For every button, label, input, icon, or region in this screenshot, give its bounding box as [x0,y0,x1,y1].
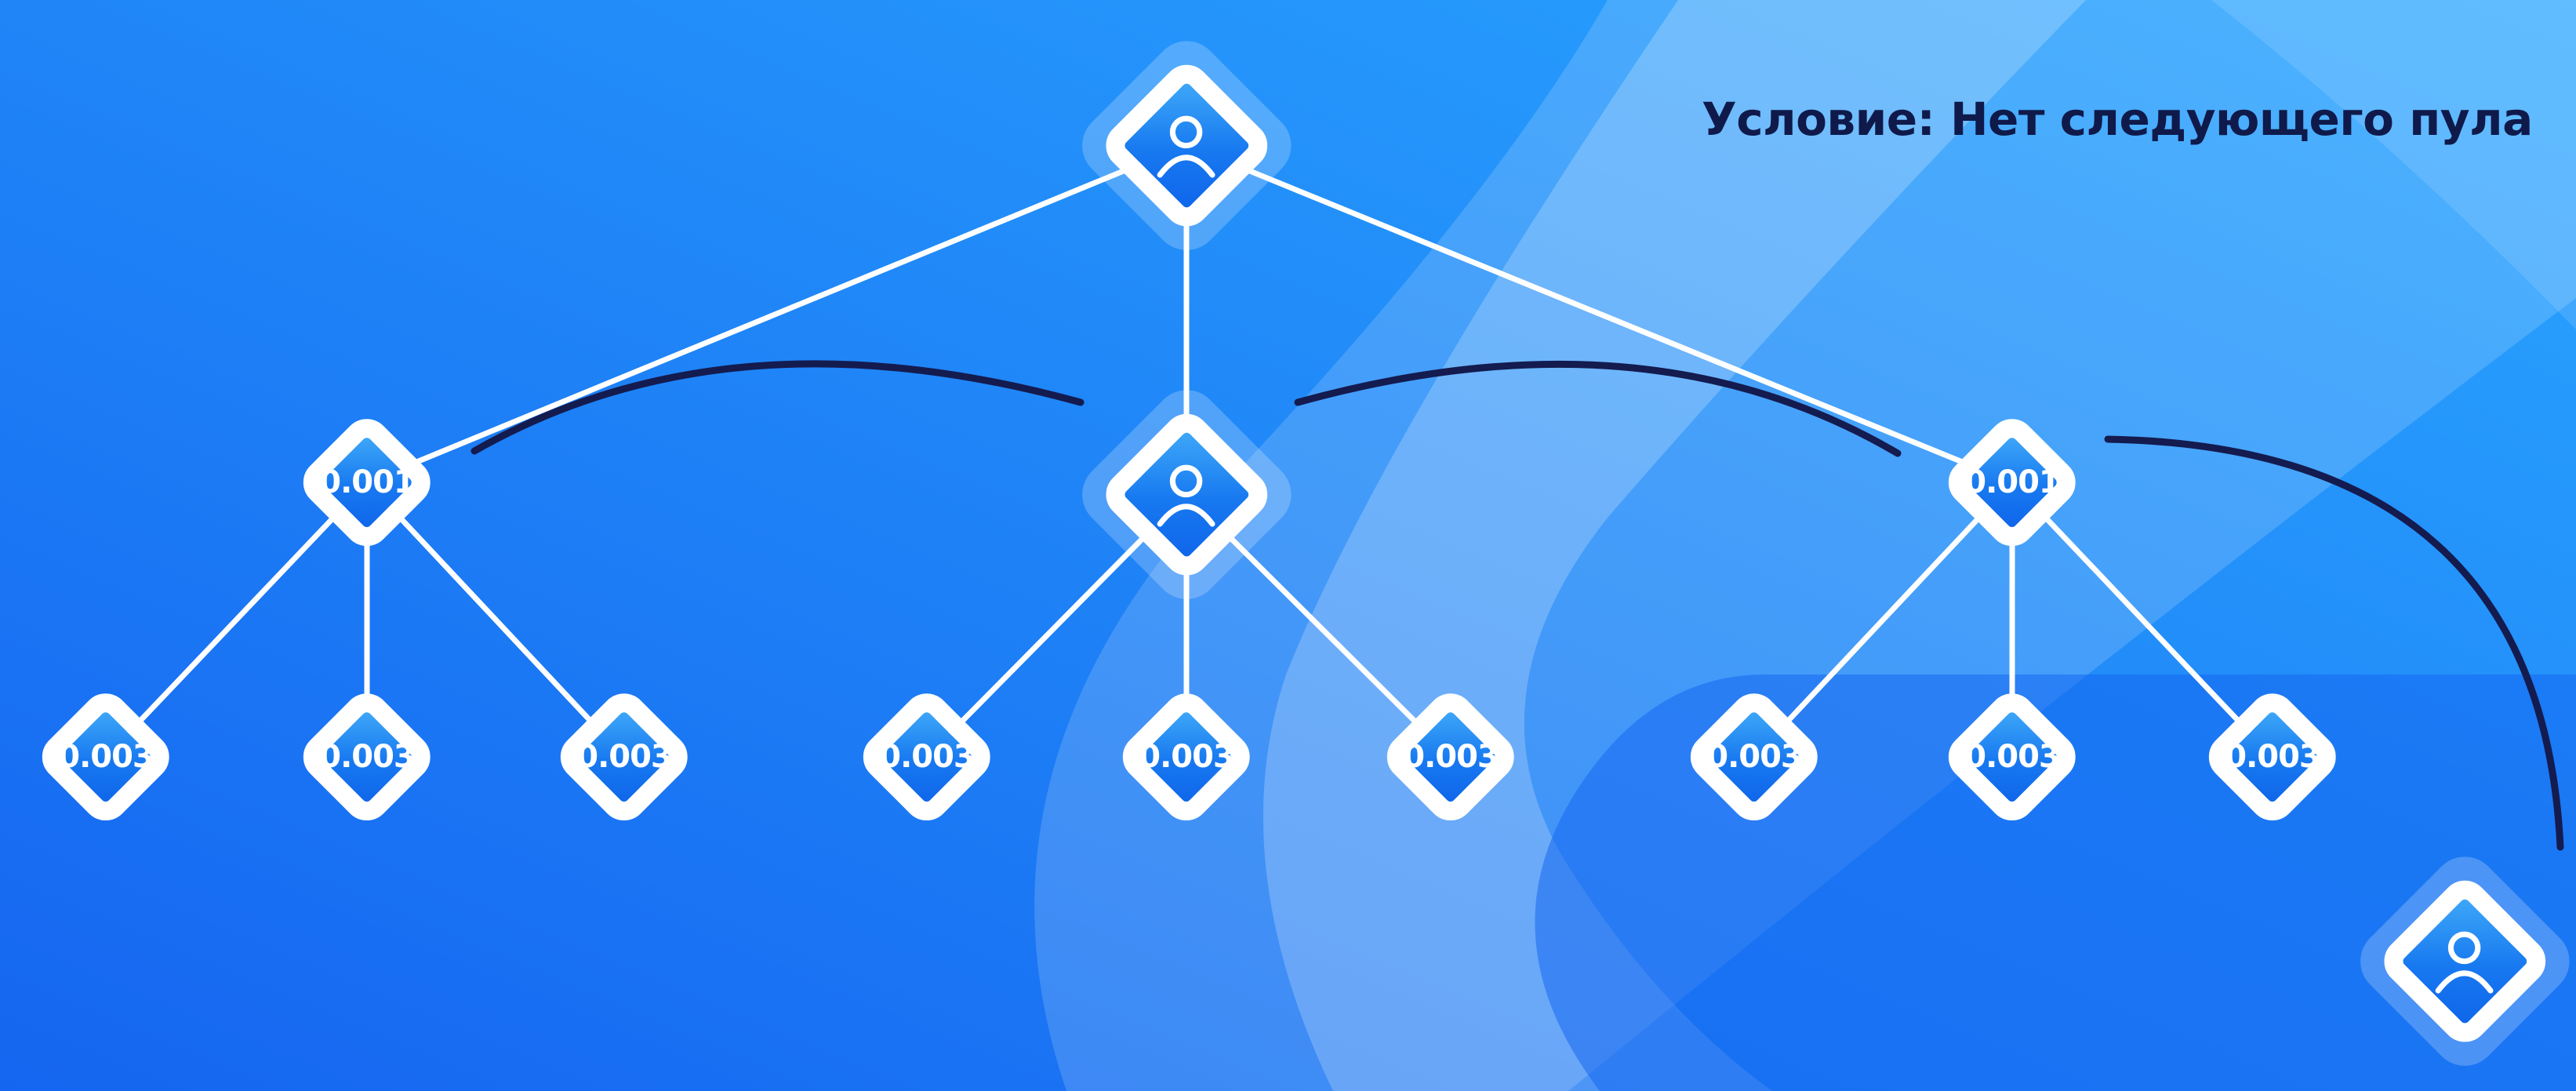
user-icon [2436,932,2494,994]
connector-line [2009,479,2276,760]
leaf-node: 0.003 [2199,683,2345,830]
level1-node-right: 0.001 [1938,409,2085,555]
connector-line [1183,142,2015,485]
user-icon [1157,116,1215,178]
light-corner-band [2211,0,2576,329]
page-title: Условие: Нет следующего пула [1702,93,2533,146]
root-user-node [1068,27,1305,264]
node-value: 0.001 [1964,464,2060,500]
connector-line [364,479,627,760]
next-pool-user-node [2346,842,2576,1079]
user-icon [1157,465,1215,527]
level1-user-node [1068,376,1305,613]
leaf-node: 0.003 [550,683,697,830]
level1-node-left: 0.001 [293,409,440,555]
node-value: 0.003 [2225,739,2320,775]
node-value: 0.001 [319,464,415,500]
connector-line [364,142,1190,485]
node-value: 0.003 [1403,739,1499,775]
leaf-node: 0.003 [1377,683,1524,830]
connector-line [1751,479,2015,760]
light-band-outer [1034,0,2576,1091]
node-value: 0.003 [576,739,672,775]
node-value: 0.003 [319,739,415,775]
light-band-inner [1263,0,2086,1091]
node-value: 0.003 [879,739,975,775]
leaf-node: 0.003 [853,683,1000,830]
arc-middle [1294,360,1902,457]
connector-line [103,479,370,760]
leaf-node: 0.003 [293,683,440,830]
node-value: 0.003 [1964,739,2060,775]
leaf-node: 0.003 [1938,683,2085,830]
node-value: 0.003 [1706,739,1802,775]
arc-left [471,360,1085,455]
arc-right [2104,435,2564,851]
node-value: 0.003 [1139,739,1234,775]
leaf-node: 0.003 [32,683,179,830]
leaf-node: 0.003 [1113,683,1259,830]
leaf-node: 0.003 [1680,683,1827,830]
node-value: 0.003 [58,739,154,775]
